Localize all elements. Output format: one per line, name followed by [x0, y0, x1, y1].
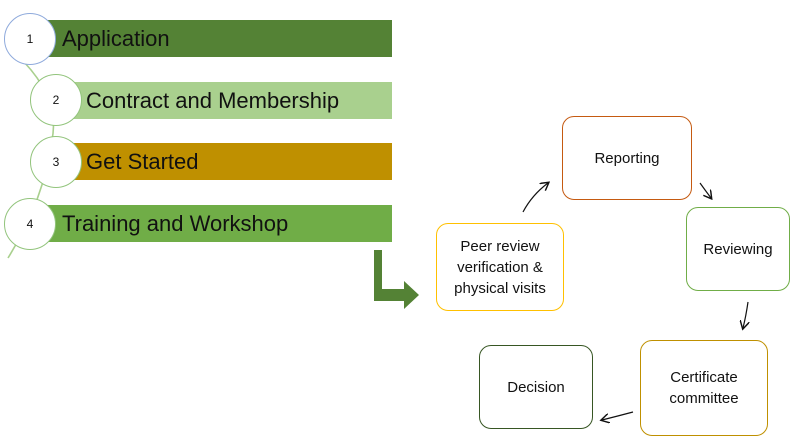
arrow-certificate-to-decision: [602, 411, 634, 420]
step-band-contract: Contract and Membership: [54, 82, 392, 119]
cycle-box-label: Decision: [507, 378, 565, 396]
arrow-reporting-to-reviewing: [699, 182, 711, 198]
cycle-box-peer-review: Peer review verification & physical visi…: [436, 223, 564, 311]
bent-arrow: [374, 250, 419, 309]
step-number-circle: 2: [30, 74, 82, 126]
step-number-circle: 4: [4, 198, 56, 250]
cycle-box-certificate-committee: Certificate committee: [640, 340, 768, 436]
step-band-get-started: Get Started: [54, 143, 392, 180]
step-label: Training and Workshop: [62, 210, 289, 236]
step-band-training: Training and Workshop: [34, 205, 392, 242]
step-number-circle: 3: [30, 136, 82, 188]
cycle-box-reporting: Reporting: [562, 116, 692, 200]
step-label: Application: [62, 25, 170, 51]
arrow-reviewing-to-certificate: [743, 301, 748, 328]
step-label: Get Started: [86, 148, 199, 174]
step-number-circle: 1: [4, 13, 56, 65]
cycle-box-decision: Decision: [479, 345, 593, 429]
arrow-peer-to-reporting: [522, 183, 548, 213]
cycle-box-label: Reporting: [594, 149, 660, 167]
step-band-application: Application: [34, 20, 392, 57]
step-label: Contract and Membership: [86, 87, 340, 113]
cycle-box-label: Certificate committee: [669, 369, 739, 407]
cycle-box-reviewing: Reviewing: [686, 207, 790, 291]
cycle-box-label: Reviewing: [703, 240, 773, 258]
cycle-box-label: Peer review verification & physical visi…: [454, 237, 546, 297]
